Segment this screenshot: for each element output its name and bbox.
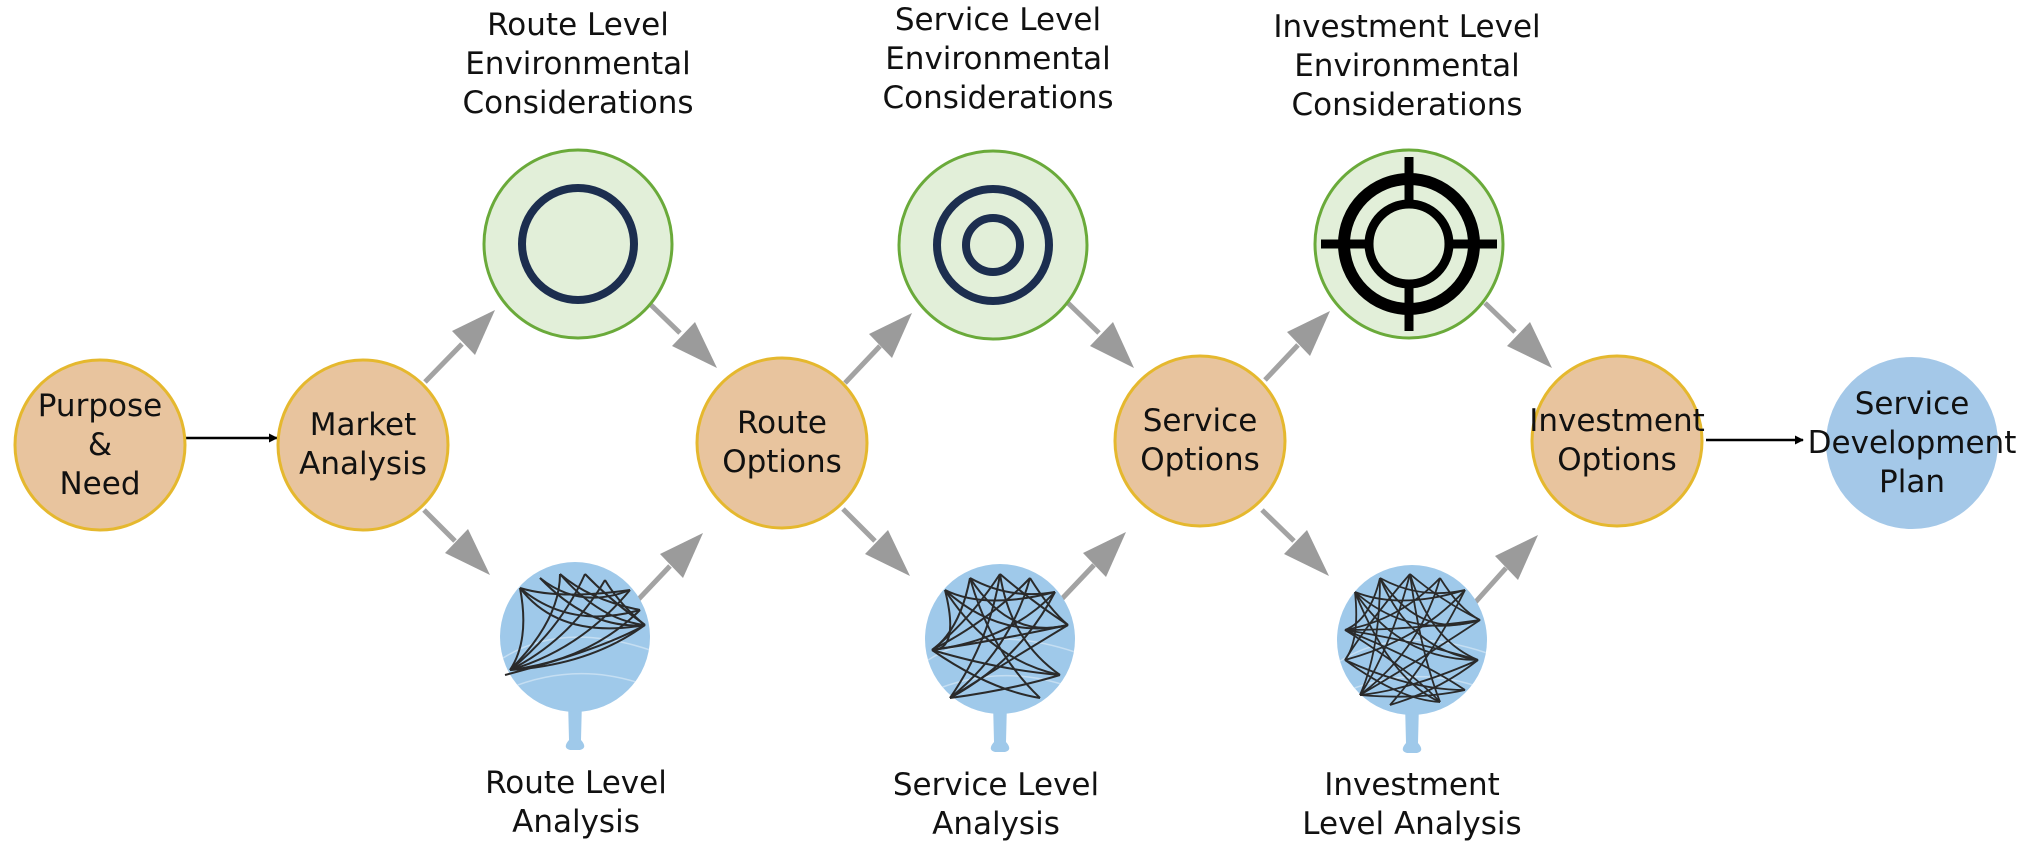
network-globe-icon <box>925 564 1075 752</box>
arrow-service-options-to-investment-analysis <box>1260 508 1329 576</box>
route-analysis-node <box>500 562 650 750</box>
arrow-route-env-to-route-options <box>649 303 717 368</box>
investment-env-label-line: Investment Level <box>1273 9 1541 45</box>
arrow-market-to-route-analysis <box>422 508 490 575</box>
arrow-market-to-route-env <box>423 310 495 384</box>
arrow-route-analysis-to-route-options <box>633 533 703 605</box>
route-options-label-line: Options <box>722 444 842 480</box>
purpose-need-label: Purpose&Need <box>15 360 185 530</box>
route-env-label-line: Environmental <box>465 46 691 82</box>
investment-options-label-line: Investment <box>1529 403 1705 439</box>
service-development-plan-label-line: Plan <box>1879 463 1945 500</box>
investment-options-label-line: Options <box>1557 442 1677 478</box>
service-options-label-line: Service <box>1142 403 1258 439</box>
service-env-label-line: Considerations <box>882 80 1114 116</box>
arrow-service-env-to-service-options <box>1066 301 1134 368</box>
purpose-need-label-line: Purpose <box>37 387 163 424</box>
service-analysis-label-line: Service Level <box>892 767 1100 803</box>
market-analysis-node <box>276 358 450 532</box>
double-ring-target-icon <box>933 185 1053 305</box>
service-env-label-line: Service Level <box>894 2 1102 38</box>
investment-analysis-node <box>1337 565 1487 753</box>
market-analysis-label-line: Market <box>309 407 417 443</box>
service-development-plan-node <box>1826 357 1998 529</box>
investment-env-node <box>1313 148 1505 340</box>
purpose-need-node <box>13 358 187 532</box>
arrow-investment-env-to-investment-options <box>1483 301 1552 368</box>
flow-connectors <box>422 301 1552 608</box>
network-globe-icon <box>1337 565 1487 753</box>
investment-analysis-label-line: Level Analysis <box>1302 806 1522 842</box>
purpose-need-label-line: & <box>87 426 113 463</box>
network-globe-icon <box>500 562 650 750</box>
arrow-service-options-to-investment-env <box>1263 311 1330 382</box>
investment-env-label-line: Environmental <box>1294 48 1520 84</box>
service-development-plan-label-line: Service <box>1854 385 1970 422</box>
service-analysis-node <box>925 564 1075 752</box>
market-analysis-label-line: Analysis <box>299 446 427 482</box>
route-analysis-label-line: Analysis <box>512 804 640 840</box>
service-options-node <box>1113 354 1287 528</box>
route-analysis-label-line: Route Level <box>485 765 667 801</box>
single-ring-target-icon <box>518 184 638 304</box>
service-development-plan-label-line: Development <box>1807 424 2017 461</box>
arrow-service-analysis-to-service-options <box>1055 532 1126 606</box>
service-env-node <box>897 149 1089 341</box>
arrow-route-options-to-service-env <box>843 313 912 385</box>
investment-analysis-label-line: Investment <box>1324 767 1500 803</box>
service-analysis-label-line: Analysis <box>932 806 1060 842</box>
purpose-need-label-line: Need <box>59 465 141 502</box>
route-env-node <box>482 148 674 340</box>
arrow-route-options-to-service-analysis <box>841 507 910 576</box>
service-options-label-line: Options <box>1140 442 1260 478</box>
arrow-investment-analysis-to-investment-options <box>1470 535 1538 608</box>
route-options-label-line: Route <box>737 405 827 441</box>
route-env-label-line: Considerations <box>462 85 694 121</box>
service-env-label-line: Environmental <box>885 41 1111 77</box>
investment-options-node <box>1530 354 1704 528</box>
route-options-node <box>695 356 869 530</box>
crosshair-target-icon <box>1321 157 1497 331</box>
investment-env-label-line: Considerations <box>1291 87 1523 123</box>
route-env-label-line: Route Level <box>487 7 669 43</box>
